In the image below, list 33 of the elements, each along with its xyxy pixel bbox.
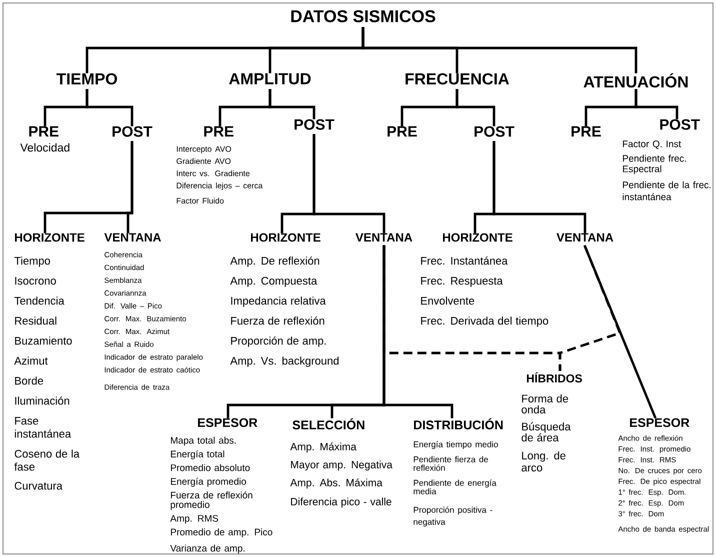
category-heading: VENTANA: [556, 233, 614, 242]
category-heading: PRE: [388, 126, 417, 137]
category-heading: PRE: [572, 126, 601, 137]
attribute-list: HORIZONTE Frec. Instantánea Frec. Respuesta Envolvente Frec. Derivada del tiempo: [421, 233, 548, 327]
connector: [492, 141, 586, 234]
category-heading: POST: [474, 126, 514, 137]
attribute-list: DISTRIBUCIÓN Energía tiempo medio Pendiente fierza de reflexión Pendiente de energía media Proporción positiva - negativa: [414, 418, 503, 527]
attribute-list: PRE Intercepto AVO Gradiente AVO Interc vs. Gradiente Diferencia lejos – cerca Factor Fluido: [176, 126, 263, 204]
attribute-list: HORIZONTE Amp. De reflexión Amp. Compuesta Impedancia relativa Fuerza de reflexión Proporción de amp. Amp. Vs. background: [230, 233, 339, 367]
connector: [312, 134, 386, 234]
category-heading: POST: [112, 126, 152, 137]
connector: [86, 89, 134, 126]
category-heading: DATOS SISMICOS: [291, 10, 436, 22]
category-heading: AMPLITUD: [229, 73, 311, 84]
category-heading: ATENUACIÓN: [584, 73, 688, 88]
category-heading: TIEMPO: [56, 73, 117, 85]
category-heading: POST: [294, 119, 334, 130]
connector: [456, 89, 496, 126]
category-heading: FRECUENCIA: [406, 73, 510, 85]
connector: [362, 26, 638, 74]
connector: [126, 141, 134, 234]
connector: [382, 245, 454, 418]
attribute-list: PRE Velocidad: [20, 126, 70, 152]
connector: [634, 89, 678, 120]
attribute-list: HORIZONTE Tiempo Isocrono Tendencia Residual Buzamiento Azimut Borde Iluminación Fase instantánea Coseno de la fase Curvatura: [14, 233, 84, 490]
attribute-list: HÍBRIDOS Forma de onda Búsqueda de área Long. de arco: [522, 372, 582, 472]
attribute-list: SELECCIÓN Amp. Máxima Mayor amp. Negativa Amp. Abs. Máxima Diferencia pico - valle: [290, 418, 392, 508]
connector: [584, 245, 656, 418]
attribute-list: POST Factor Q. Inst Pendiente frec. Espectral Pendiente de la frec. instantánea: [622, 119, 711, 200]
connector: [268, 89, 316, 120]
dashed-connector: [558, 246, 622, 371]
category-heading: VENTANA: [356, 233, 412, 242]
attribute-list: ESPESOR Mapa total abs. Energía total Promedio absoluto Energía promedio Fuerza de reflexión promedio Amp. RMS Promedio de amp. Pico Varianza de amp.: [170, 418, 272, 554]
